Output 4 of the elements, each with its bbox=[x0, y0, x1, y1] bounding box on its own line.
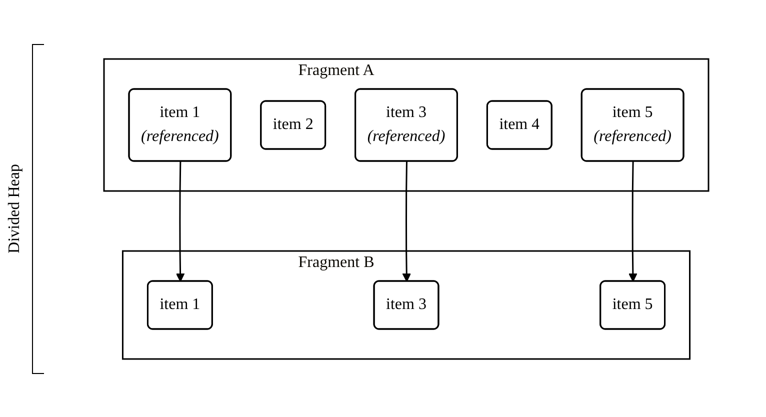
arrow bbox=[402, 160, 411, 282]
arrow bbox=[176, 160, 184, 282]
arrow bbox=[628, 160, 638, 282]
axis-label: Divided Heap bbox=[6, 164, 24, 254]
